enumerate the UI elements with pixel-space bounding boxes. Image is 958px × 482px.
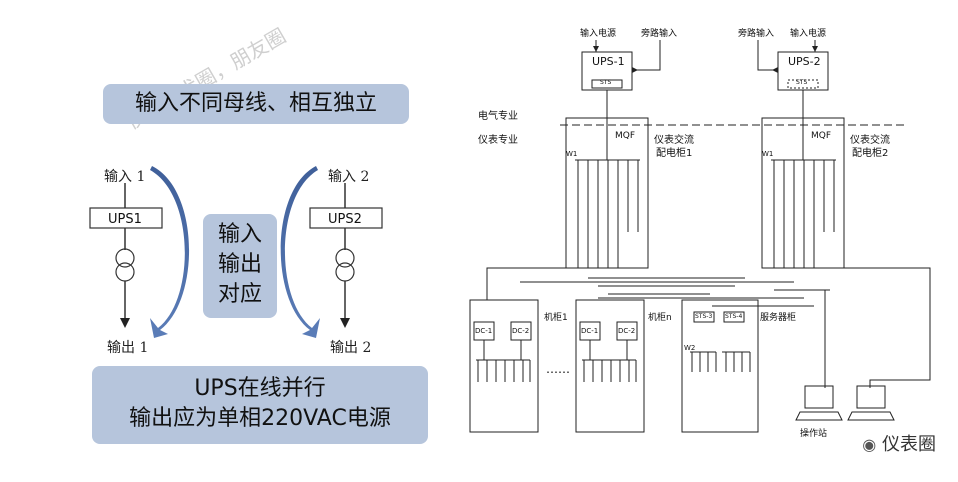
ups-note-line-1: UPS在线并行	[194, 376, 326, 401]
cabinet-1-w: W1	[566, 150, 578, 158]
ups1-output-label: 输出 1	[107, 340, 149, 356]
rack-ellipsis: ……	[546, 362, 570, 376]
cabinet-2-w: W1	[762, 150, 774, 158]
cabinet-1-label-2: 配电柜1	[656, 148, 693, 159]
cabinet-1-switch: MQF	[615, 131, 636, 141]
ups1-input-label: 输入 1	[104, 169, 146, 185]
rack-1-outputs	[477, 360, 531, 382]
ups2-output-label: 输出 2	[330, 340, 372, 356]
mid-line-1: 输入	[217, 222, 262, 247]
rack-1-dc2: DC-2	[512, 327, 530, 335]
ups2-box-label: UPS2	[328, 212, 362, 227]
cabinet-2-label-2: 配电柜2	[852, 148, 889, 159]
server-outputs	[691, 352, 751, 372]
rack-n-box	[575, 299, 645, 433]
rack-1-box	[469, 299, 539, 433]
server-sts-b: STS-4	[725, 313, 743, 320]
distribution-schematic	[469, 40, 931, 433]
chat-icon: ◉	[862, 435, 877, 454]
rack-n-dc2: DC-2	[618, 327, 636, 335]
cabinet-2-label-1: 仪表交流	[850, 135, 890, 146]
io-correspond-box: 输入 输出 对应	[203, 214, 277, 318]
ups2-transformer-icon	[335, 248, 355, 268]
rack-1-dc1: DC-1	[475, 327, 493, 335]
ups1-transformer-icon	[115, 248, 135, 268]
instrument-discipline-label: 仪表专业	[478, 135, 518, 146]
ups-note-box: UPS在线并行 输出应为单相220VAC电源	[92, 366, 428, 444]
electrical-discipline-label: 电气专业	[478, 111, 518, 122]
ups-2-sts: STS	[796, 79, 808, 86]
ups-2-name: UPS-2	[788, 55, 821, 68]
cabinet-2-branches	[773, 160, 835, 268]
server-sts-a: STS-3	[695, 313, 713, 320]
ups1-bypass-label: 旁路输入	[641, 29, 678, 39]
ups1-box	[89, 207, 163, 229]
curved-arrow-right	[280, 166, 320, 338]
curved-arrow-left	[150, 166, 190, 338]
server-cabinet-label: 服务器柜	[760, 313, 797, 323]
rack-n-outputs	[583, 360, 637, 382]
mid-line-2: 输出	[217, 252, 262, 277]
workstation-1-icon	[804, 385, 834, 409]
left-diagram	[89, 166, 383, 338]
ups2-input-label: 输入 2	[328, 169, 370, 185]
cabinet-2-switch: MQF	[811, 131, 832, 141]
ups1-input-power-label: 输入电源	[580, 29, 617, 39]
rack-1-label: 机柜1	[544, 313, 568, 323]
brand-logo: ◉ 仪表圈	[862, 430, 936, 456]
ups2-output-arrow	[340, 318, 350, 328]
ups-note-line-2: 输出应为单相220VAC电源	[129, 406, 391, 431]
title-banner: 输入不同母线、相互独立	[103, 84, 409, 124]
ups1-output-arrow	[120, 318, 130, 328]
ups2-bypass-label: 旁路输入	[738, 29, 775, 39]
ups2-input-power-label: 输入电源	[790, 29, 827, 39]
workstation-label: 操作站	[800, 429, 828, 439]
server-w2: W2	[684, 344, 696, 352]
cabinet-1-branches	[577, 160, 639, 268]
rack-n-label: 机柜n	[648, 313, 672, 323]
brand-name: 仪表圈	[882, 434, 936, 455]
ups2-box	[309, 207, 383, 229]
ups-1-name: UPS-1	[592, 55, 625, 68]
ups1-box-label: UPS1	[108, 212, 142, 227]
workstation-2-icon	[856, 385, 886, 409]
mid-line-3: 对应	[217, 282, 262, 307]
server-cabinet-box	[681, 299, 759, 433]
rack-n-dc1: DC-1	[581, 327, 599, 335]
cabinet-1-label-1: 仪表交流	[654, 135, 694, 146]
ups-1-sts: STS	[600, 79, 612, 86]
